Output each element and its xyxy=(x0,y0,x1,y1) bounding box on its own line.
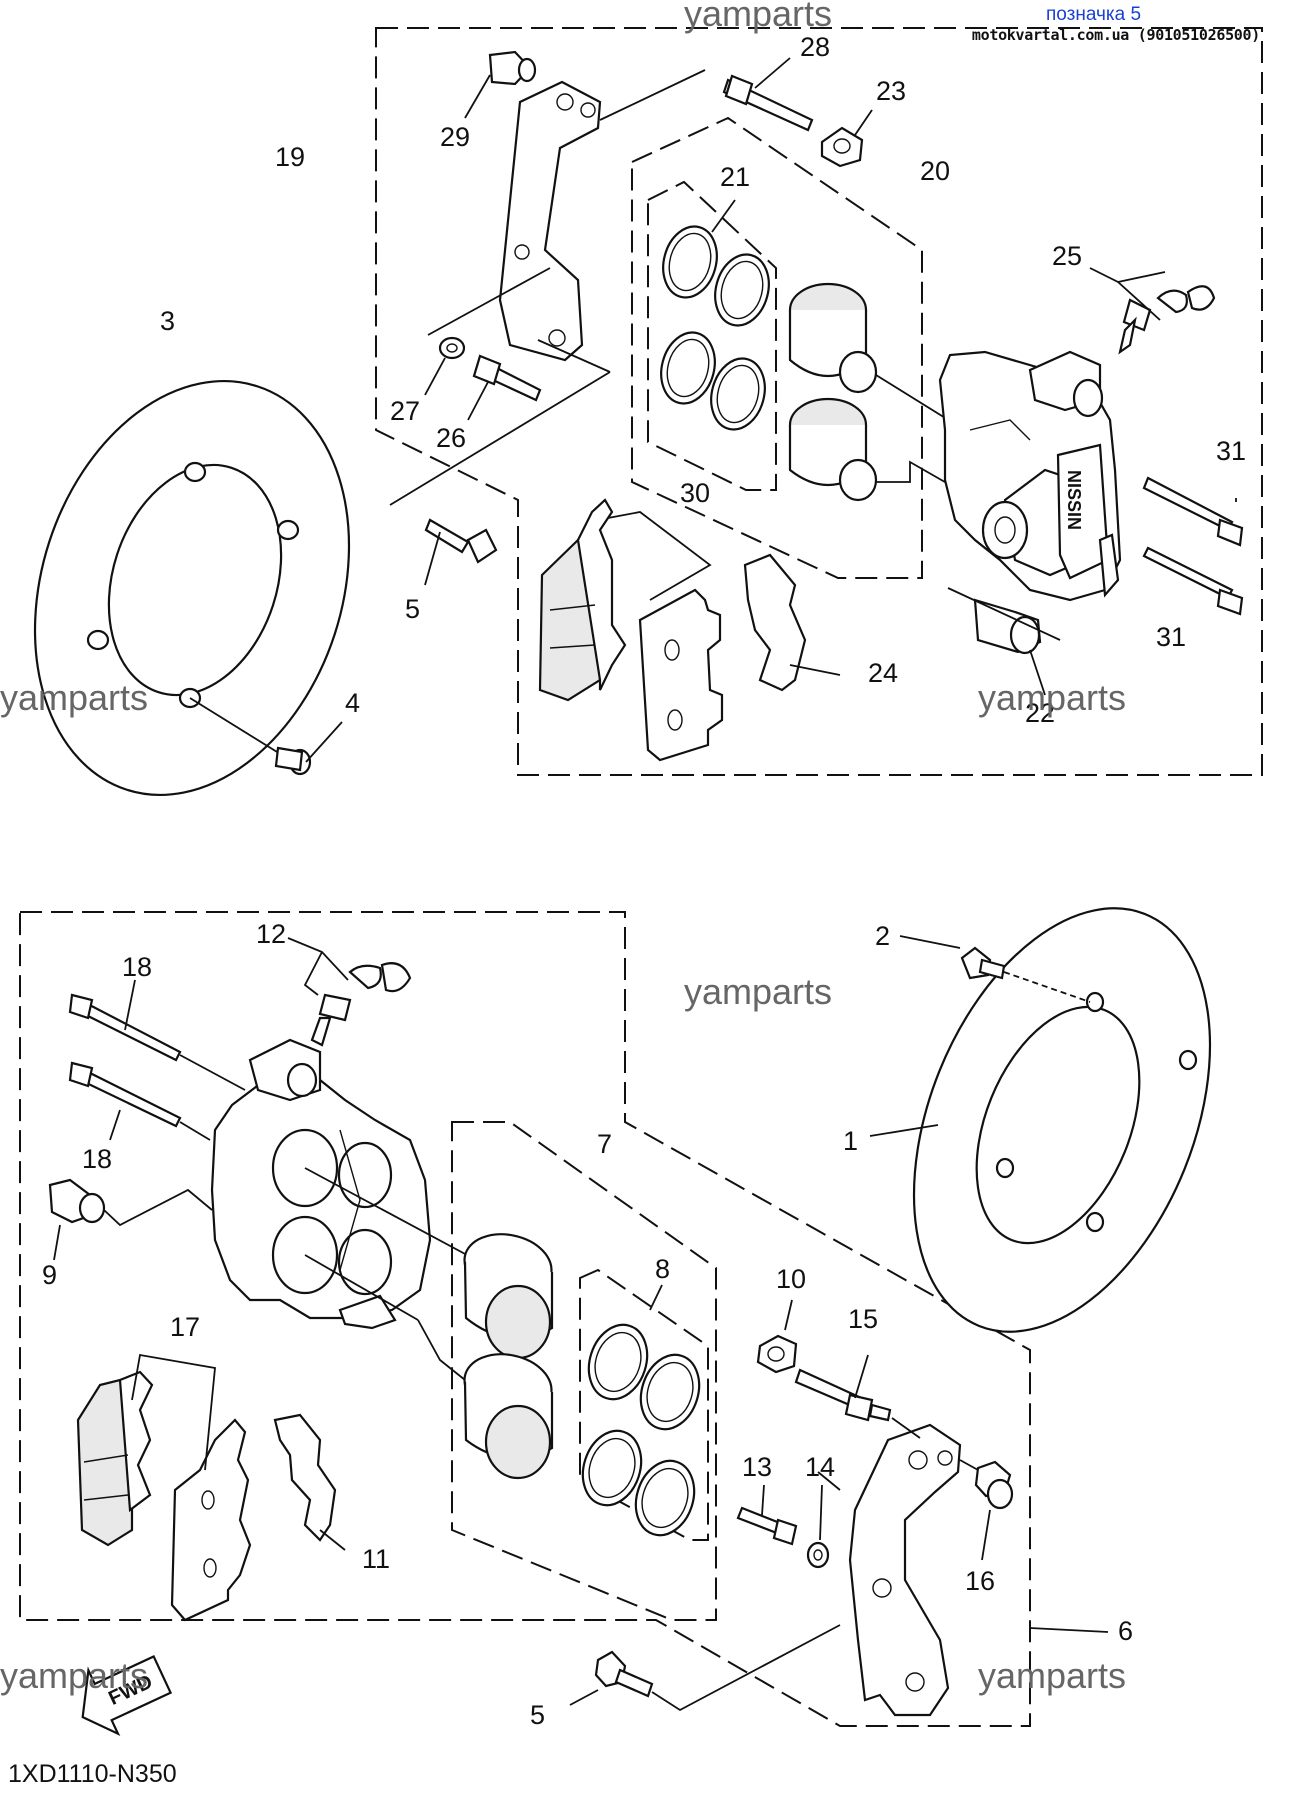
callout-26: 26 xyxy=(436,423,466,453)
callout-21: 21 xyxy=(720,162,750,192)
callout-23: 23 xyxy=(876,76,906,106)
slide-pin-15 xyxy=(794,1354,921,1439)
slide-pin-28 xyxy=(599,57,814,132)
callout-19: 19 xyxy=(275,142,305,172)
callout-5b: 5 xyxy=(530,1700,545,1730)
callout-1: 1 xyxy=(843,1126,858,1156)
marker-link[interactable]: позначка 5 xyxy=(1046,4,1142,25)
callout-29: 29 xyxy=(440,122,470,152)
callout-31b: 31 xyxy=(1156,622,1186,652)
callout-11: 11 xyxy=(362,1544,390,1574)
callout-16: 16 xyxy=(965,1566,995,1596)
callout-5a: 5 xyxy=(405,594,420,624)
nut-16 xyxy=(959,1459,1014,1561)
pad-pin-31-upper xyxy=(1142,476,1244,547)
fwd-arrow: FWD xyxy=(81,1654,173,1737)
bolt-5-top xyxy=(389,339,611,586)
callout-12: 12 xyxy=(256,919,286,949)
group-outline-20 xyxy=(631,116,923,579)
caliper-bracket-bottom xyxy=(817,1423,1109,1717)
callout-18a: 18 xyxy=(122,952,152,982)
washer-14 xyxy=(806,1484,830,1569)
piston-seals-21 xyxy=(660,199,770,431)
callout-31a: 31 xyxy=(1216,436,1246,466)
piston-bottom-2 xyxy=(463,1353,554,1480)
washer-27 xyxy=(424,267,551,396)
callout-14: 14 xyxy=(805,1452,835,1482)
pin-26 xyxy=(467,354,542,421)
disc-bolt-4 xyxy=(189,697,343,776)
pad-pin-18-lower xyxy=(68,1061,211,1141)
watermark-middle: yamparts xyxy=(684,971,832,1012)
pad-pin-18-upper xyxy=(68,979,246,1091)
brake-disc-1 xyxy=(869,907,1212,1333)
callout-27: 27 xyxy=(390,396,420,426)
brake-disc-3 xyxy=(33,380,351,796)
callout-15: 15 xyxy=(848,1304,878,1334)
bleeder-25 xyxy=(1089,267,1216,355)
nut-10 xyxy=(756,1299,798,1374)
pad-spring-24 xyxy=(743,553,841,692)
piston-bottom-1 xyxy=(463,1233,554,1360)
callout-17: 17 xyxy=(170,1312,200,1342)
callout-10: 10 xyxy=(776,1264,806,1294)
watermark-left-bottom: yamparts xyxy=(0,1655,148,1696)
callout-9: 9 xyxy=(42,1260,57,1290)
caliper-brand-label: NISSIN xyxy=(1064,470,1084,530)
brake-pads-30 xyxy=(538,498,724,762)
caliper-body-top: NISSIN xyxy=(938,350,1122,602)
callout-28: 28 xyxy=(800,32,830,62)
callout-8: 8 xyxy=(655,1254,670,1284)
pin-nut-29 xyxy=(464,50,537,119)
piston-top-1 xyxy=(788,282,1001,453)
callout-22: 22 xyxy=(1025,698,1055,728)
group-outline-8 xyxy=(579,1268,709,1541)
bleeder-12 xyxy=(287,937,412,1047)
pad-pin-31-lower xyxy=(1142,546,1244,616)
bolt-9 xyxy=(48,1178,213,1261)
watermark-top: yamparts xyxy=(684,0,832,34)
callout-20: 20 xyxy=(920,156,950,186)
brake-pads-17 xyxy=(76,1353,252,1622)
caliper-bracket-top xyxy=(498,80,602,362)
callout-30: 30 xyxy=(680,478,710,508)
pin-13 xyxy=(736,1484,798,1546)
group-outline-7 xyxy=(451,1121,717,1621)
group-outline-19 xyxy=(375,27,1263,776)
disc-bolt-2 xyxy=(899,935,1091,1003)
callout-3: 3 xyxy=(160,306,175,336)
piston-top-2 xyxy=(788,397,986,506)
callout-4: 4 xyxy=(345,688,360,718)
watermark-left-top: yamparts xyxy=(0,677,148,718)
watermark-right-top: yamparts xyxy=(978,677,1126,718)
callout-6: 6 xyxy=(1118,1616,1133,1646)
nut-23 xyxy=(820,109,873,168)
group-outline-lower xyxy=(19,911,1031,1727)
diagram-code: 1XD1110-N350 xyxy=(8,1760,177,1788)
callout-25: 25 xyxy=(1052,241,1082,271)
bolt-5-bottom xyxy=(569,1624,841,1712)
caliper-body-bottom xyxy=(210,1038,481,1393)
watermark-right-bottom: yamparts xyxy=(978,1655,1126,1696)
callout-18b: 18 xyxy=(82,1144,112,1174)
callout-2: 2 xyxy=(875,921,890,951)
callout-numbers: 28 23 29 19 21 20 25 3 27 26 31 30 5 31 … xyxy=(42,32,1246,1730)
pad-spring-11 xyxy=(273,1413,346,1551)
callout-24: 24 xyxy=(868,658,898,688)
site-label: motokvartal.com.ua (901051026500) xyxy=(971,26,1260,44)
piston-seals-8 xyxy=(581,1284,701,1537)
group-outline-21 xyxy=(647,180,777,491)
callout-13: 13 xyxy=(742,1452,772,1482)
callout-7: 7 xyxy=(597,1129,612,1159)
bolt-22 xyxy=(947,587,1061,696)
